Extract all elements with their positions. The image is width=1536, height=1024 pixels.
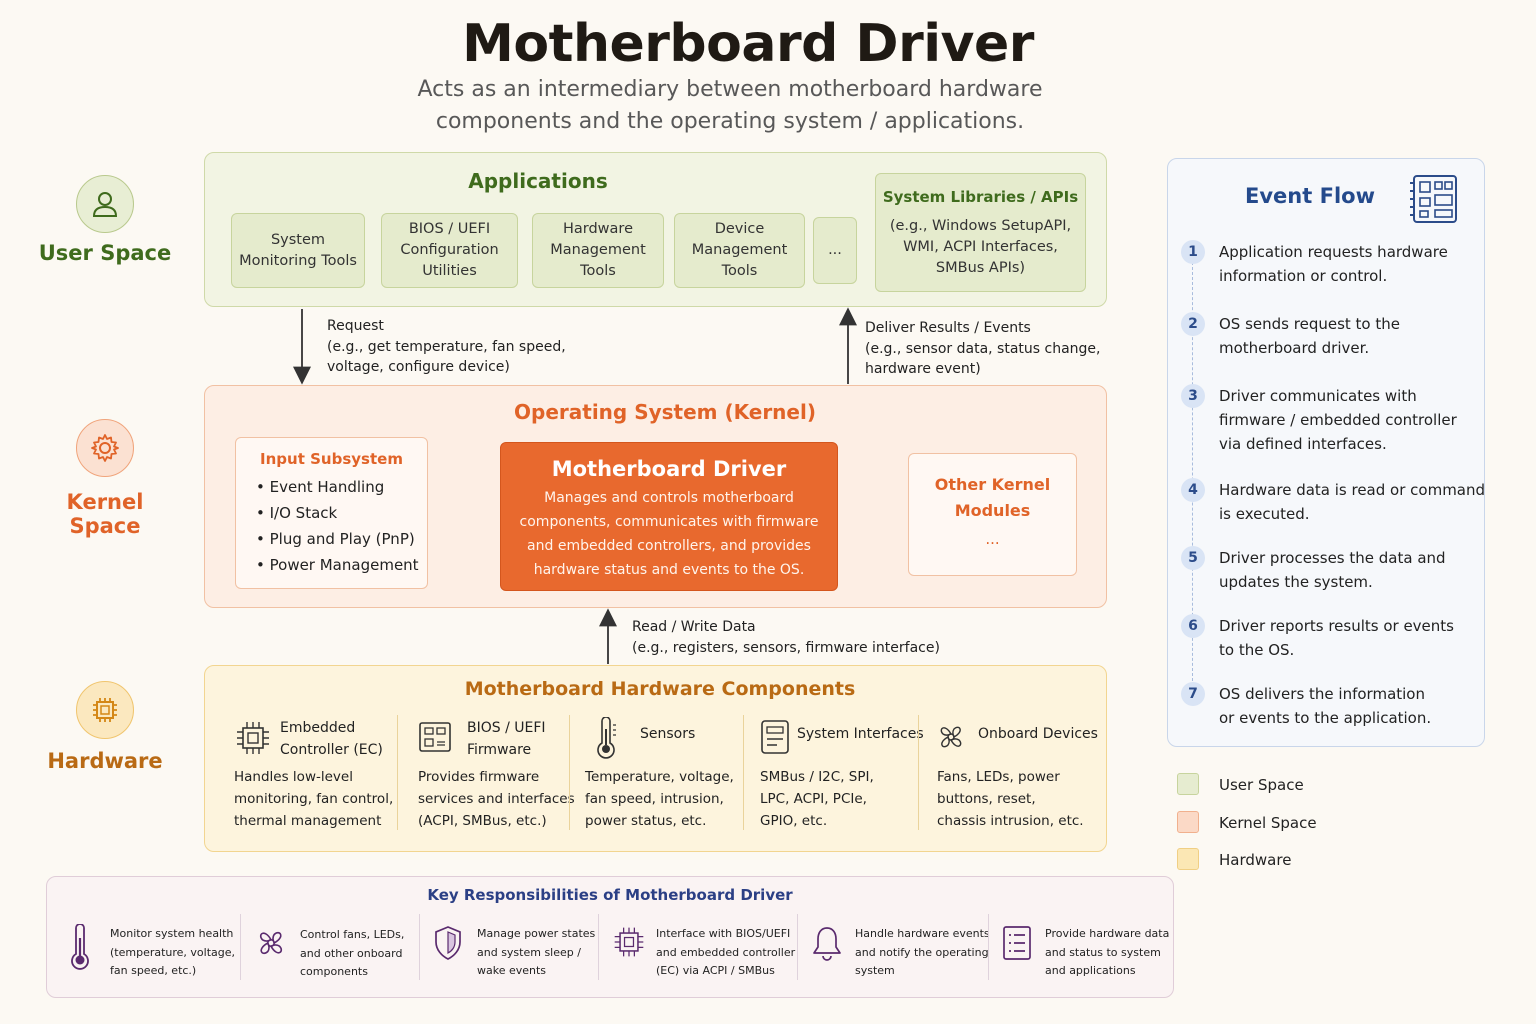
divider [988,914,989,980]
user-space-label: User Space [38,241,172,265]
kernel-title: Operating System (Kernel) [514,400,816,424]
legend-swatch-kernel [1177,811,1199,833]
page-title: Motherboard Driver [462,14,1034,74]
event-flow-panel [1167,158,1485,747]
deliver-annotation: Deliver Results / Events (e.g., sensor d… [865,320,1101,377]
event-flow-title: Event Flow [1245,184,1375,208]
legend-label: Kernel Space [1219,814,1317,832]
kernel-space-label: Kernel Space [66,490,144,538]
divider [598,914,599,980]
interface-icon [761,720,789,754]
request-annotation: Request (e.g., get temperature, fan spee… [327,318,566,375]
motherboard-icon [1410,175,1457,223]
fan-icon [940,726,962,748]
input-subsystem-box: Input Subsystem • Event Handling • I/O S… [235,437,428,589]
system-libraries-box: System Libraries / APIs (e.g., Windows S… [875,173,1086,292]
thermometer-icon [71,924,89,970]
list-icon [1003,926,1031,960]
hardware-panel [204,665,1107,852]
chip-icon [237,722,269,754]
input-item: • I/O Stack [256,504,338,522]
input-item: • Power Management [256,556,419,574]
hardware-label: Hardware [47,749,163,773]
divider [419,914,420,980]
page-subtitle: Acts as an intermediary between motherbo… [417,77,1043,134]
chip-icon [614,927,644,957]
user-icon [76,175,134,233]
bell-icon [813,927,841,961]
divider [797,914,798,980]
divider [569,715,570,830]
divider [240,914,241,980]
shield-icon [435,926,461,960]
other-kernel-modules-box: Other Kernel Modules ... [908,453,1077,576]
responsibilities-panel [46,876,1174,998]
thermometer-icon [597,717,616,759]
legend-label: Hardware [1219,851,1292,869]
input-item: • Event Handling [256,478,385,496]
gear-icon [76,419,134,477]
rw-annotation: Read / Write Data (e.g., registers, sens… [632,619,940,656]
hardware-title: Motherboard Hardware Components [464,678,856,700]
fan-icon [259,931,283,955]
responsibilities-title: Key Responsibilities of Motherboard Driv… [427,886,793,904]
motherboard-driver-box: Motherboard Driver Manages and controls … [500,442,838,591]
chip-icon [76,681,134,739]
bios-chip-icon [419,722,451,752]
divider [397,715,398,830]
divider [918,715,919,830]
divider [743,715,744,830]
input-item: • Plug and Play (PnP) [256,530,415,548]
legend-swatch-user [1177,773,1199,795]
app-box-more: ... [813,217,857,284]
legend-label: User Space [1219,776,1304,794]
applications-title: Applications [468,169,608,193]
legend-swatch-hardware [1177,848,1199,870]
